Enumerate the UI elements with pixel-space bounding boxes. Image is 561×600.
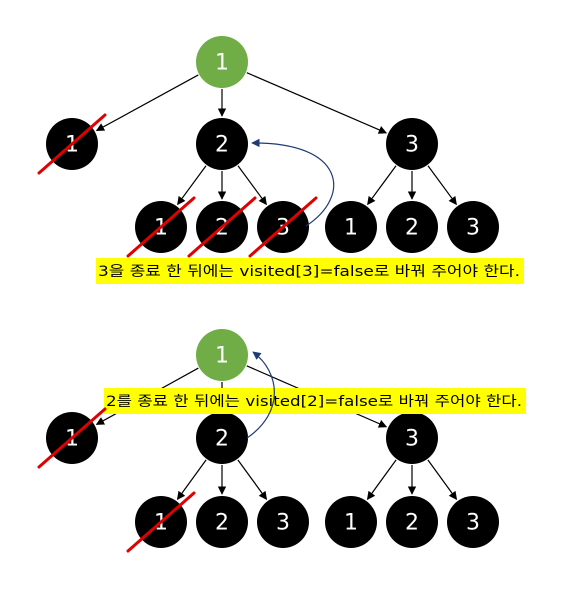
node-circle [196, 118, 248, 170]
tree-edge [95, 74, 199, 132]
node-label: 1 [344, 511, 358, 536]
node-label: 3 [466, 216, 480, 241]
tree-node: 1 [325, 201, 377, 253]
node-circle [196, 496, 248, 548]
tree-node: 1 [325, 496, 377, 548]
node-circle [325, 496, 377, 548]
tree-edge [427, 165, 457, 206]
node-circle [447, 201, 499, 253]
backtrack-arrow [246, 351, 275, 439]
node-circle [386, 201, 438, 253]
node-label: 2 [405, 216, 419, 241]
node-circle [196, 329, 248, 381]
tree-node: 3 [447, 201, 499, 253]
tree-node: 3 [447, 496, 499, 548]
node-circle [386, 496, 438, 548]
cross-out-mark [126, 491, 196, 553]
tree-edge [366, 459, 397, 501]
node-label: 2 [405, 511, 419, 536]
root-node: 1 [196, 329, 248, 381]
node-circle [447, 496, 499, 548]
tree-node: 2 [196, 412, 248, 464]
tree-diagram-2: 11231231232를 종료 한 뒤에는 visited[2]=false로 … [37, 329, 526, 553]
node-label: 3 [405, 427, 419, 452]
tree-node: 3 [386, 412, 438, 464]
cross-out-mark [126, 196, 196, 258]
node-label: 2 [215, 427, 229, 452]
node-circle [386, 118, 438, 170]
note-text: 2를 종료 한 뒤에는 visited[2]=false로 바꿔 주어야 한다. [106, 394, 522, 410]
tree-node: 3 [386, 118, 438, 170]
node-circle [196, 36, 248, 88]
note-highlight [104, 388, 526, 414]
cross-out-mark [248, 196, 318, 258]
note-callout: 2를 종료 한 뒤에는 visited[2]=false로 바꿔 주어야 한다. [104, 388, 526, 414]
node-circle [257, 496, 309, 548]
node-label: 2 [215, 133, 229, 158]
tree-edge [237, 459, 268, 501]
note-callout: 3을 종료 한 뒤에는 visited[3]=false로 바꿔 주어야 한다. [96, 258, 524, 284]
backtrack-arrow [251, 138, 335, 227]
node-label: 1 [215, 51, 229, 76]
tree-edge [427, 459, 458, 501]
node-circle [325, 201, 377, 253]
cross-out-mark [37, 407, 107, 469]
cross-out-mark [37, 113, 107, 175]
node-label: 1 [215, 344, 229, 369]
tree-edge [177, 165, 207, 206]
node-circle [196, 412, 248, 464]
node-label: 3 [466, 511, 480, 536]
node-circle [386, 412, 438, 464]
edge-layer [95, 72, 457, 206]
note-text: 3을 종료 한 뒤에는 visited[3]=false로 바꿔 주어야 한다. [98, 264, 520, 280]
tree-diagram-1: 11231231233을 종료 한 뒤에는 visited[3]=false로 … [37, 36, 524, 284]
tree-edge [176, 459, 207, 501]
node-label: 3 [276, 511, 290, 536]
tree-edge [367, 165, 397, 206]
root-node: 1 [196, 36, 248, 88]
node-label: 2 [215, 511, 229, 536]
tree-edge [246, 72, 388, 134]
tree-node: 2 [386, 496, 438, 548]
tree-node: 2 [196, 496, 248, 548]
node-label: 3 [405, 133, 419, 158]
node-label: 1 [344, 216, 358, 241]
tree-node: 3 [257, 496, 309, 548]
cross-out-mark [187, 196, 257, 258]
tree-edge [237, 165, 267, 206]
tree-node: 2 [196, 118, 248, 170]
tree-node: 2 [386, 201, 438, 253]
note-highlight [96, 258, 524, 284]
